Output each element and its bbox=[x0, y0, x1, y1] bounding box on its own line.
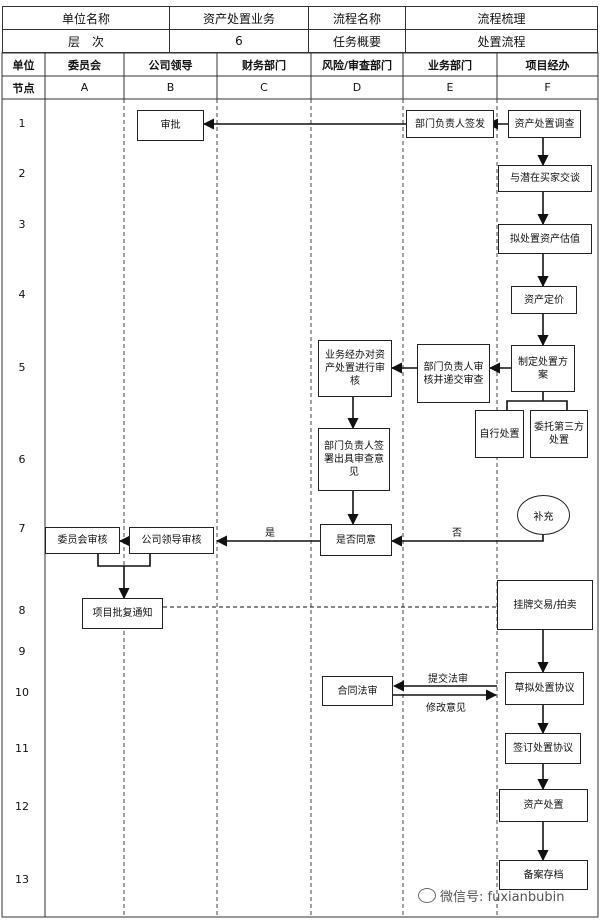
row-number: 9 bbox=[18, 645, 26, 658]
node-leader-review: 公司领导审核 bbox=[129, 527, 214, 554]
header-level-label: 层 次 bbox=[2, 29, 170, 53]
node-asset-pricing: 资产定价 bbox=[511, 286, 577, 314]
node-third-party-disposal: 委托第三方处置 bbox=[530, 410, 588, 458]
col-head-unit: 单位 bbox=[12, 58, 35, 72]
row-number: 12 bbox=[15, 800, 29, 813]
row-number: 1 bbox=[18, 117, 26, 130]
node-disposal-plan: 制定处置方案 bbox=[511, 345, 575, 392]
node-contract-legal-review: 合同法审 bbox=[322, 676, 393, 706]
row-number: 3 bbox=[18, 218, 26, 231]
edge-label-yes: 是 bbox=[265, 528, 275, 539]
node-asset-survey: 资产处置调查 bbox=[508, 110, 581, 138]
edge-label-submit-review: 提交法审 bbox=[428, 674, 468, 685]
node-review-disposal: 业务经办对资产处置进行审核 bbox=[318, 340, 392, 397]
row-number: 2 bbox=[18, 167, 26, 180]
wechat-icon bbox=[418, 888, 436, 903]
node-committee-review: 委员会审核 bbox=[45, 527, 120, 554]
edge-label-revise: 修改意见 bbox=[426, 703, 466, 714]
lane-code-a: A bbox=[80, 81, 89, 94]
row-number: 10 bbox=[15, 686, 29, 699]
lane-head-d: 风险/审查部门 bbox=[321, 58, 393, 72]
lane-head-b: 公司领导 bbox=[148, 58, 193, 72]
node-approval-notice: 项目批复通知 bbox=[82, 598, 163, 629]
header-task-label: 任务概要 bbox=[308, 29, 406, 53]
node-review-opinion: 部门负责人签署出具审查意见 bbox=[318, 428, 390, 491]
node-archive: 备案存档 bbox=[499, 860, 588, 890]
watermark-text: 微信号: fuxianbubin bbox=[440, 890, 565, 905]
row-number: 7 bbox=[18, 522, 26, 535]
watermark: 微信号: fuxianbubin bbox=[418, 886, 564, 905]
lane-head-f: 项目经办 bbox=[525, 58, 570, 72]
lane-head-e: 业务部门 bbox=[428, 58, 472, 72]
row-number: 5 bbox=[18, 361, 26, 374]
row-number: 13 bbox=[15, 873, 29, 886]
node-asset-disposal: 资产处置 bbox=[499, 789, 588, 822]
node-buyer-talk: 与潜在买家交谈 bbox=[498, 165, 592, 192]
edge-label-no: 否 bbox=[452, 528, 462, 539]
node-listing-auction: 挂牌交易/拍卖 bbox=[497, 580, 593, 630]
node-asset-valuation: 拟处置资产估值 bbox=[498, 224, 592, 254]
lane-code-f: F bbox=[544, 81, 551, 94]
node-approve: 审批 bbox=[137, 110, 204, 141]
header-flow-label: 流程名称 bbox=[308, 6, 406, 30]
lane-head-c: 财务部门 bbox=[242, 58, 286, 72]
lane-code-d: D bbox=[352, 81, 362, 94]
node-dept-head-review: 部门负责人审核并递交审查 bbox=[417, 344, 490, 403]
row-number: 11 bbox=[15, 742, 29, 755]
node-draft-agreement: 草拟处置协议 bbox=[505, 672, 584, 705]
header-level-value: 6 bbox=[169, 29, 309, 53]
lane-head-a: 委员会 bbox=[68, 58, 101, 72]
node-sign-agreement: 签订处置协议 bbox=[505, 733, 581, 764]
row-number: 6 bbox=[18, 453, 26, 466]
col-head-node: 节点 bbox=[12, 81, 35, 95]
row-number: 8 bbox=[18, 604, 26, 617]
node-dept-head-sign: 部门负责人签发 bbox=[406, 110, 494, 138]
header-unit-label: 单位名称 bbox=[2, 6, 170, 30]
row-number: 4 bbox=[18, 288, 26, 301]
lane-code-b: B bbox=[166, 81, 175, 94]
node-supplement: 补充 bbox=[517, 495, 570, 535]
lane-code-c: C bbox=[260, 81, 268, 94]
node-agree-decision: 是否同意 bbox=[320, 524, 392, 556]
node-self-disposal: 自行处置 bbox=[475, 410, 524, 458]
lane-code-e: E bbox=[446, 81, 454, 94]
